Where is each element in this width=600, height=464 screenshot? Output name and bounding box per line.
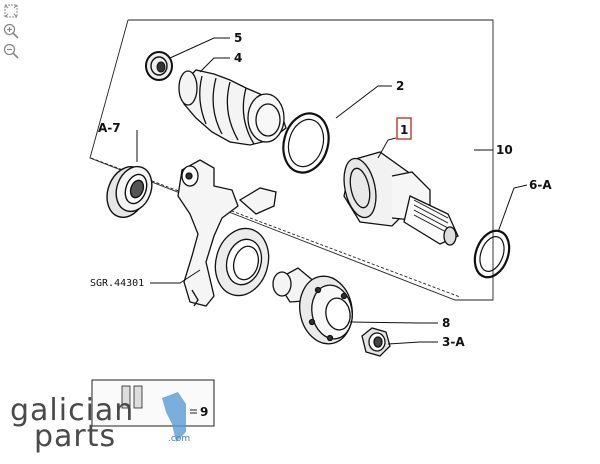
zoom-out-icon[interactable]: [2, 42, 20, 60]
watermark-line1: galician: [10, 393, 134, 428]
assembly-boundary: [89, 19, 494, 301]
fit-page-icon[interactable]: [2, 2, 20, 20]
callout-10: 10: [496, 143, 513, 157]
part-1-cv-joint[interactable]: [339, 151, 459, 246]
zoom-in-icon[interactable]: [2, 22, 20, 40]
part-5-seal-ring[interactable]: [145, 51, 173, 81]
callout-8: 8: [442, 316, 450, 330]
callout-2: 2: [396, 79, 404, 93]
callout-a7: A-7: [98, 121, 121, 135]
callout-9: 9: [200, 405, 208, 419]
callout-1-highlight-box: [396, 117, 412, 140]
part-6a-seal-ring[interactable]: [469, 226, 515, 282]
part-4-cv-boot[interactable]: [178, 69, 287, 146]
steering-knuckle[interactable]: [177, 159, 277, 307]
watermark-suffix: .com: [168, 434, 190, 444]
callout-1: 1: [400, 123, 408, 137]
callout-sgr44301: SGR.44301: [90, 278, 144, 289]
part-a7-bearing-seal[interactable]: [100, 161, 158, 223]
part-8-wheel-hub[interactable]: [272, 267, 358, 348]
watermark-line2: parts: [34, 419, 116, 454]
callout-labels: 5 4 2 1 10 A-7 6-A SGR.44301 8 3-A: [90, 31, 552, 349]
callout-5: 5: [234, 31, 242, 45]
viewer-toolbar: [2, 2, 24, 62]
galicianparts-watermark: galician parts .com: [10, 392, 190, 454]
part-3a-hub-nut[interactable]: [361, 327, 391, 357]
inset-part-9[interactable]: 9: [91, 379, 215, 427]
callout-6a: 6-A: [529, 178, 552, 192]
callout-4: 4: [234, 51, 242, 65]
callout-3a: 3-A: [442, 335, 465, 349]
part-2-circlip-ring[interactable]: [277, 108, 335, 177]
leader-lines: [136, 37, 528, 345]
